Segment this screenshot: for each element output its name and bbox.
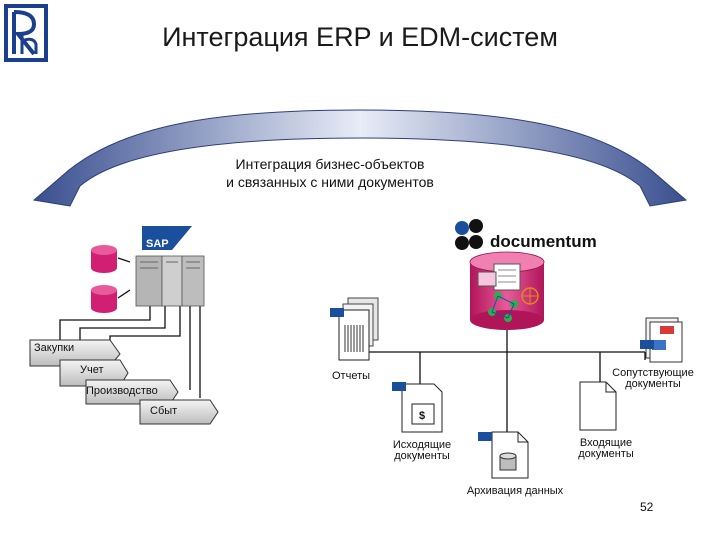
currency-symbol: $ bbox=[419, 410, 426, 422]
archive-label: Архивация данных bbox=[466, 485, 564, 497]
hse-logo bbox=[4, 4, 48, 62]
module-label-production: Производство bbox=[86, 385, 158, 397]
module-label-purchasing: Закупки bbox=[34, 342, 75, 354]
incoming-documents-label-line2: документы bbox=[578, 448, 634, 460]
outgoing-documents-label: Исходящие документы bbox=[374, 440, 470, 462]
related-documents-label: Сопутствующие документы bbox=[605, 368, 701, 390]
module-label-sales: Сбыт bbox=[150, 405, 178, 417]
related-documents-label-line1: Сопутствующие bbox=[612, 367, 694, 379]
sap-logo-icon bbox=[142, 226, 192, 250]
outgoing-documents-label-line2: документы bbox=[394, 450, 450, 462]
module-tab-4 bbox=[139, 399, 219, 425]
documentum-repository-icon bbox=[469, 251, 545, 330]
page-title: Интеграция ERP и EDM-систем bbox=[162, 22, 558, 52]
outgoing-documents-label-line1: Исходящие bbox=[392, 439, 452, 451]
outgoing-document-icon bbox=[392, 382, 443, 433]
integration-arc-arrow bbox=[32, 109, 688, 207]
sap-database-2 bbox=[91, 285, 117, 313]
incoming-documents-label-line1: Входящие bbox=[579, 437, 633, 449]
integration-caption: Интеграция бизнес-объектов и связанных с… bbox=[170, 155, 490, 191]
integration-caption-line2: и связанных с ними документов bbox=[226, 174, 434, 190]
incoming-documents-label: Входящие документы bbox=[558, 438, 654, 460]
documentum-logo-icon bbox=[455, 219, 483, 250]
repository-connection-lines bbox=[359, 330, 646, 432]
reports-document-icon bbox=[330, 297, 379, 361]
related-documents-label-line2: документы bbox=[625, 378, 681, 390]
sap-logo-text: SAP bbox=[146, 238, 169, 250]
reports-label: Отчеты bbox=[332, 370, 371, 382]
module-tab-3 bbox=[85, 379, 179, 405]
archive-document-icon bbox=[478, 431, 529, 479]
related-documents-icon bbox=[640, 317, 683, 363]
sap-server-icon bbox=[135, 255, 205, 307]
integration-caption-line1: Интеграция бизнес-объектов bbox=[235, 156, 425, 172]
sap-database-1 bbox=[91, 245, 117, 273]
page-number: 52 bbox=[640, 500, 654, 514]
documentum-logo-text: documentum bbox=[490, 232, 597, 251]
incoming-document-icon bbox=[579, 381, 617, 431]
module-label-accounting: Учет bbox=[80, 364, 104, 376]
